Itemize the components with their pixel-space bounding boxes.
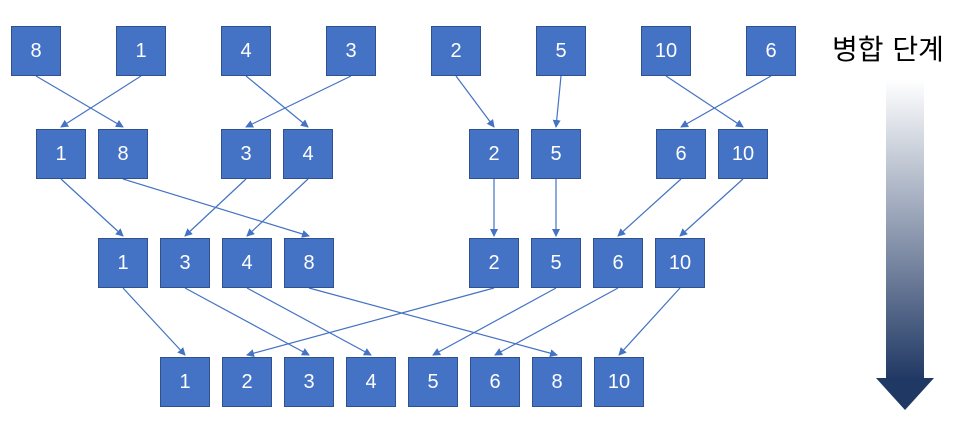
merge-arrow	[246, 287, 495, 358]
merge-arrow	[246, 287, 372, 356]
number-box: 3	[326, 26, 376, 76]
number-box: 8	[284, 238, 334, 288]
number-box: 1	[98, 238, 148, 288]
merge-arrow	[122, 287, 186, 356]
merge-arrow	[60, 178, 124, 237]
number-box: 8	[532, 357, 582, 407]
merge-arrow	[552, 75, 562, 128]
number-box: 3	[221, 129, 271, 179]
merge-arrow	[184, 287, 310, 356]
merge-arrow	[432, 287, 557, 356]
number-box: 4	[221, 26, 271, 76]
number-box: 10	[594, 357, 644, 407]
merge-stage-label: 병합 단계	[832, 33, 944, 66]
merge-arrow	[665, 75, 744, 128]
number-box: 5	[408, 357, 458, 407]
number-box: 2	[431, 26, 481, 76]
number-box: 4	[346, 357, 396, 407]
number-box: 10	[655, 238, 705, 288]
merge-arrow	[617, 178, 682, 237]
number-box: 4	[283, 129, 333, 179]
merge-arrow	[60, 75, 142, 128]
number-box: 10	[718, 129, 768, 179]
merge-arrow	[245, 75, 309, 128]
merge-arrow	[246, 178, 309, 237]
number-box: 2	[222, 357, 272, 407]
merge-arrow	[35, 75, 124, 128]
number-box: 2	[469, 238, 519, 288]
number-box: 5	[531, 129, 581, 179]
merge-arrow	[184, 178, 247, 237]
merge-arrow	[618, 287, 681, 356]
merge-arrow	[245, 75, 352, 128]
number-box: 6	[746, 26, 796, 76]
number-box: 10	[641, 26, 691, 76]
number-box: 8	[98, 129, 148, 179]
merge-arrow	[680, 75, 772, 128]
number-box: 5	[536, 26, 586, 76]
number-box: 6	[593, 238, 643, 288]
merge-arrow	[455, 75, 495, 128]
number-box: 1	[160, 357, 210, 407]
number-box: 6	[470, 357, 520, 407]
merge-arrow	[679, 178, 744, 237]
merge-arrow	[308, 287, 558, 358]
number-box: 8	[11, 26, 61, 76]
number-box: 6	[656, 129, 706, 179]
number-box: 4	[222, 238, 272, 288]
number-box: 3	[160, 238, 210, 288]
number-box: 3	[284, 357, 334, 407]
down-arrow-icon	[876, 80, 934, 410]
number-box: 1	[36, 129, 86, 179]
number-box: 2	[469, 129, 519, 179]
number-box: 1	[116, 26, 166, 76]
number-box: 5	[531, 238, 581, 288]
merge-arrow	[494, 287, 619, 356]
